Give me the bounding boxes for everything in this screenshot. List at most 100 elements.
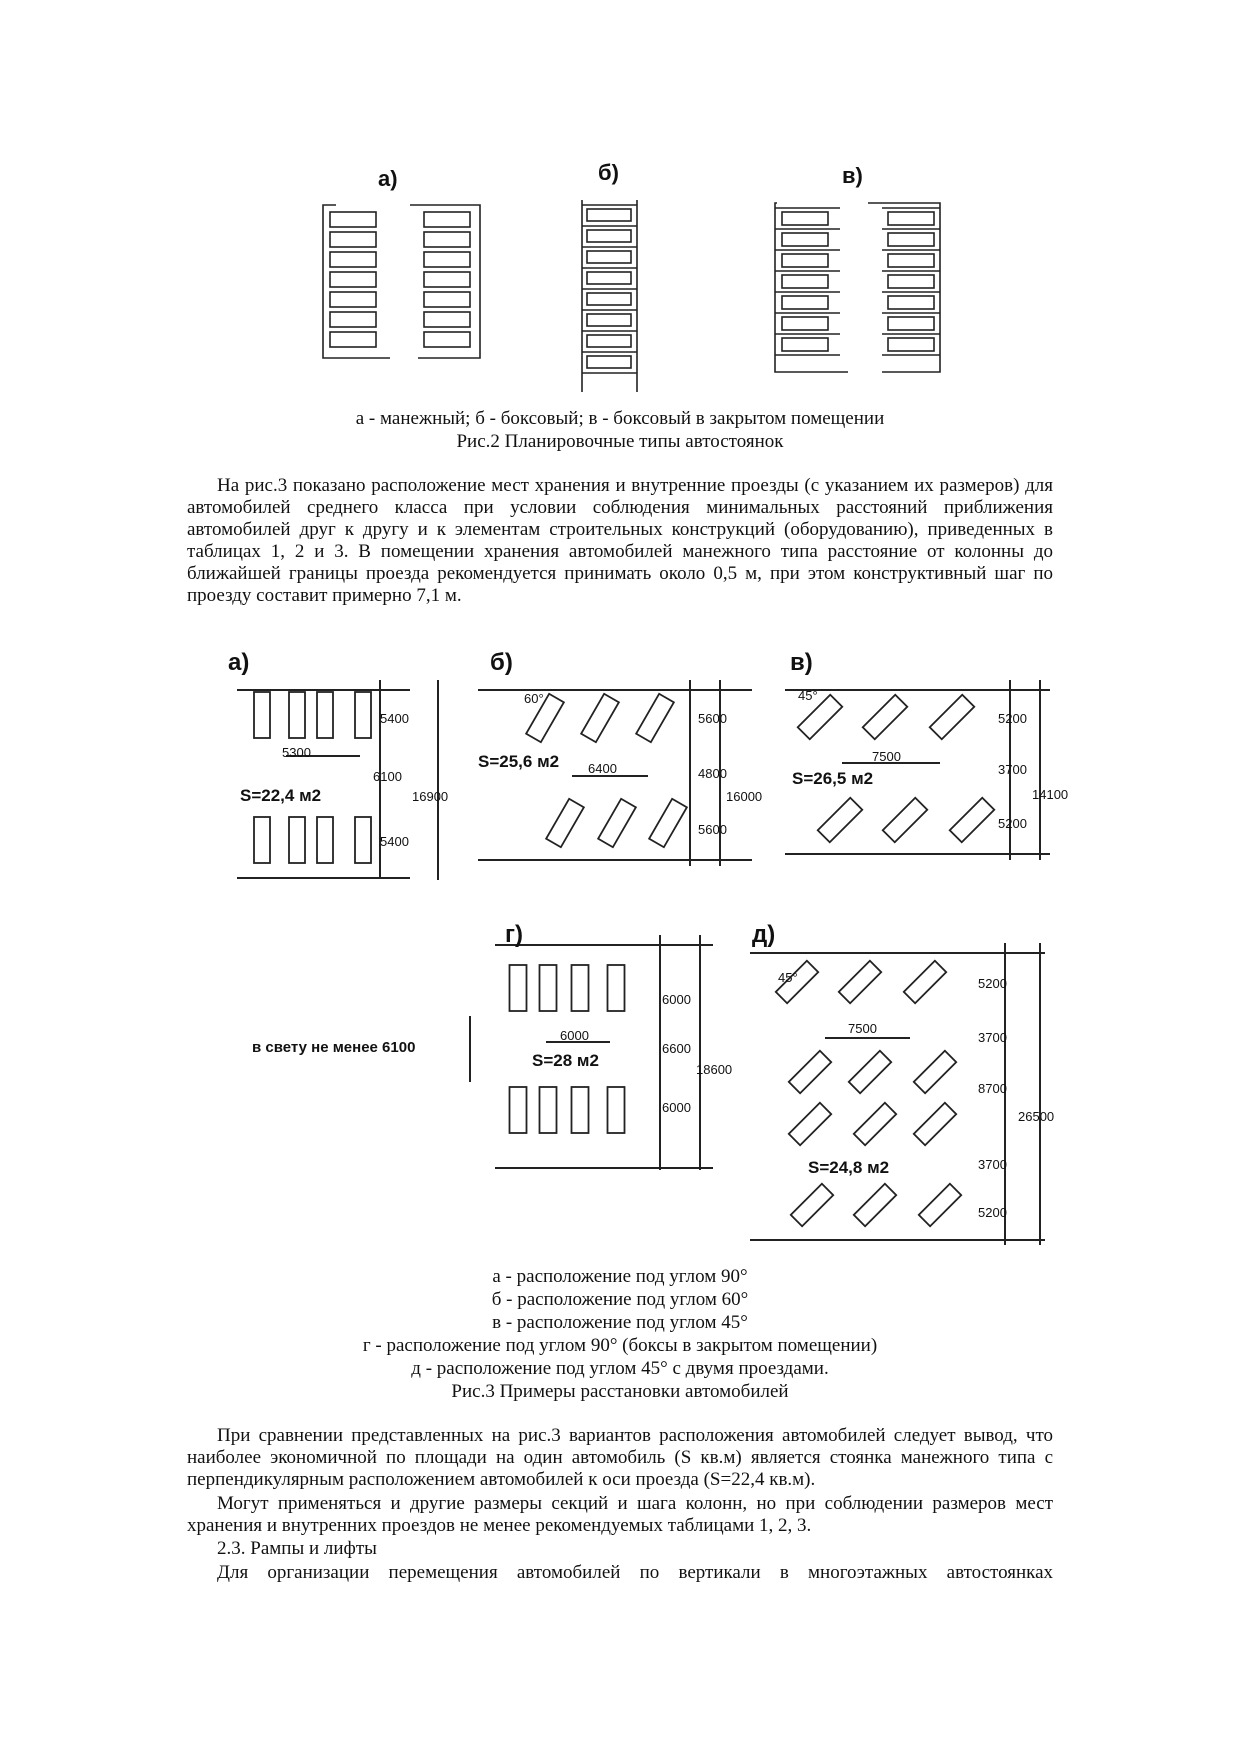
fig2b-box-spot [586, 250, 632, 264]
fig3-car-spot [787, 1049, 833, 1095]
fig3-car-spot [796, 693, 844, 741]
fig3-g-dim-18600: 18600 [696, 1062, 732, 1077]
fig3-car-spot [787, 1101, 833, 1147]
fig3-d-dim-7500: 7500 [848, 1021, 877, 1036]
fig3-v-dim-7500: 7500 [872, 749, 901, 764]
fig3-car-spot [316, 691, 334, 739]
fig3-car-spot [538, 964, 558, 1012]
figure-3-parking-arrangements: а) 5400 5300 6100 S=22,4 м2 16900 5400 б… [228, 649, 1068, 1245]
fig3-car-spot [774, 959, 820, 1005]
fig2v-right-wall [868, 202, 941, 373]
fig3-d-dim-5200-bottom: 5200 [978, 1205, 1007, 1220]
fig2a-left-spot [329, 271, 377, 288]
fig2a-right-spot [423, 311, 471, 328]
fig2b-box-spot [586, 313, 632, 327]
fig3-car-spot [816, 796, 864, 844]
fig3-d-dim-26500: 26500 [1018, 1109, 1054, 1124]
fig3-car-spot [508, 964, 528, 1012]
fig2a-right-wall [410, 204, 481, 359]
fig3-g-dim-6000-mid: 6000 [560, 1028, 589, 1043]
fig3-car-spot [948, 796, 996, 844]
paragraph-1: На рис.3 показано расположение мест хран… [187, 475, 1053, 606]
fig3-a-dim-16900: 16900 [412, 789, 448, 804]
fig3-a-dim-6100: 6100 [373, 769, 402, 784]
section-heading: 2.3. Рампы и лифты [217, 1538, 377, 1559]
fig3-v-dim-5200-top: 5200 [998, 711, 1027, 726]
fig3-d-angle: 45° [778, 970, 798, 985]
paragraph-3: Могут применяться и другие размеры секци… [187, 1493, 1053, 1536]
fig3-car-spot [912, 1049, 958, 1095]
paragraph-4: Для организации перемещения автомобилей … [217, 1562, 1053, 1583]
fig3-car-spot [354, 816, 372, 864]
fig2v-right-spot [887, 295, 935, 310]
fig3-d-dim-3700-top: 3700 [978, 1030, 1007, 1045]
fig2v-right-spot [887, 211, 935, 226]
fig3-car-spot [253, 816, 271, 864]
fig3-car-spot [912, 1101, 958, 1147]
fig3-g-dim-6000-bottom: 6000 [662, 1100, 691, 1115]
fig3-car-spot [606, 964, 626, 1012]
fig3-b-dim-16000: 16000 [726, 789, 762, 804]
fig2-caption-title: Рис.2 Планировочные типы автостоянок [456, 431, 784, 452]
fig3-linework [237, 680, 1050, 1245]
fig3-g-area: S=28 м2 [532, 1051, 599, 1070]
fig2v-left-spot [781, 316, 829, 331]
fig2b-box-spot [586, 229, 632, 243]
fig3-car-spot [847, 1049, 893, 1095]
fig3-caption-title: Рис.3 Примеры расстановки автомобилей [451, 1381, 789, 1402]
fig3-a-dim-5400-top: 5400 [380, 711, 409, 726]
fig3-car-spot [508, 1086, 528, 1134]
fig3-d-dim-3700-bottom: 3700 [978, 1157, 1007, 1172]
fig2b-box-spot [586, 208, 632, 222]
fig2-diagram-a [322, 204, 481, 359]
fig3-d-dim-5200-top: 5200 [978, 976, 1007, 991]
fig2v-left-spot [781, 274, 829, 289]
fig2v-right-spot [887, 337, 935, 352]
fig2b-box-spot [586, 355, 632, 369]
fig3-car-spot [579, 692, 621, 744]
fig3-label-g: г) [505, 921, 523, 948]
fig3-car-spot [316, 816, 334, 864]
fig3-car-spot [596, 797, 638, 849]
fig2a-right-spot [423, 271, 471, 288]
fig2a-left-spot [329, 331, 377, 348]
fig2v-right-spot [887, 274, 935, 289]
fig3-car-spot [253, 691, 271, 739]
fig3-b-dim-5600-bottom: 5600 [698, 822, 727, 837]
fig3-b-angle: 60° [524, 691, 544, 706]
fig2a-right-spot [423, 251, 471, 268]
fig3-label-b: б) [490, 649, 513, 676]
fig2v-right-spot [887, 232, 935, 247]
fig2-diagram-b [581, 200, 638, 392]
fig3-car-spot [544, 797, 586, 849]
fig2v-left-spot [781, 295, 829, 310]
fig3-car-spot [606, 1086, 626, 1134]
fig3-label-v: в) [790, 649, 813, 676]
fig3-label-a: а) [228, 649, 249, 676]
fig3-car-spot [902, 959, 948, 1005]
fig3-caption-line5: д - расположение под углом 45° с двумя п… [411, 1358, 829, 1379]
figure-2-parking-types: а) б) в) [322, 160, 941, 392]
fig3-a-area: S=22,4 м2 [240, 786, 321, 805]
fig3-car-spot [538, 1086, 558, 1134]
fig3-caption-line4: г - расположение под углом 90° (боксы в … [362, 1335, 878, 1356]
fig3-car-spot [861, 693, 909, 741]
fig2-label-b: б) [598, 160, 619, 185]
fig2v-right-spot [887, 253, 935, 268]
fig3-car-spot [852, 1101, 898, 1147]
fig2a-left-spot [329, 251, 377, 268]
fig3-v-angle: 45° [798, 688, 818, 703]
fig3-caption-line2: б - расположение под углом 60° [491, 1289, 749, 1310]
paragraph-2: При сравнении представленных на рис.3 ва… [187, 1425, 1053, 1490]
fig3-car-spot [288, 691, 306, 739]
fig3-car-spot [354, 691, 372, 739]
fig2a-left-spot [329, 311, 377, 328]
fig3-caption-line1: а - расположение под углом 90° [492, 1266, 748, 1287]
fig3-g-note: в свету не менее 6100 [252, 1039, 415, 1056]
fig2a-right-spot [423, 291, 471, 308]
fig3-d-dim-8700: 8700 [978, 1081, 1007, 1096]
fig2a-left-spot [329, 291, 377, 308]
fig3-b-dim-4800: 4800 [698, 766, 727, 781]
fig3-car-spot [917, 1182, 963, 1228]
